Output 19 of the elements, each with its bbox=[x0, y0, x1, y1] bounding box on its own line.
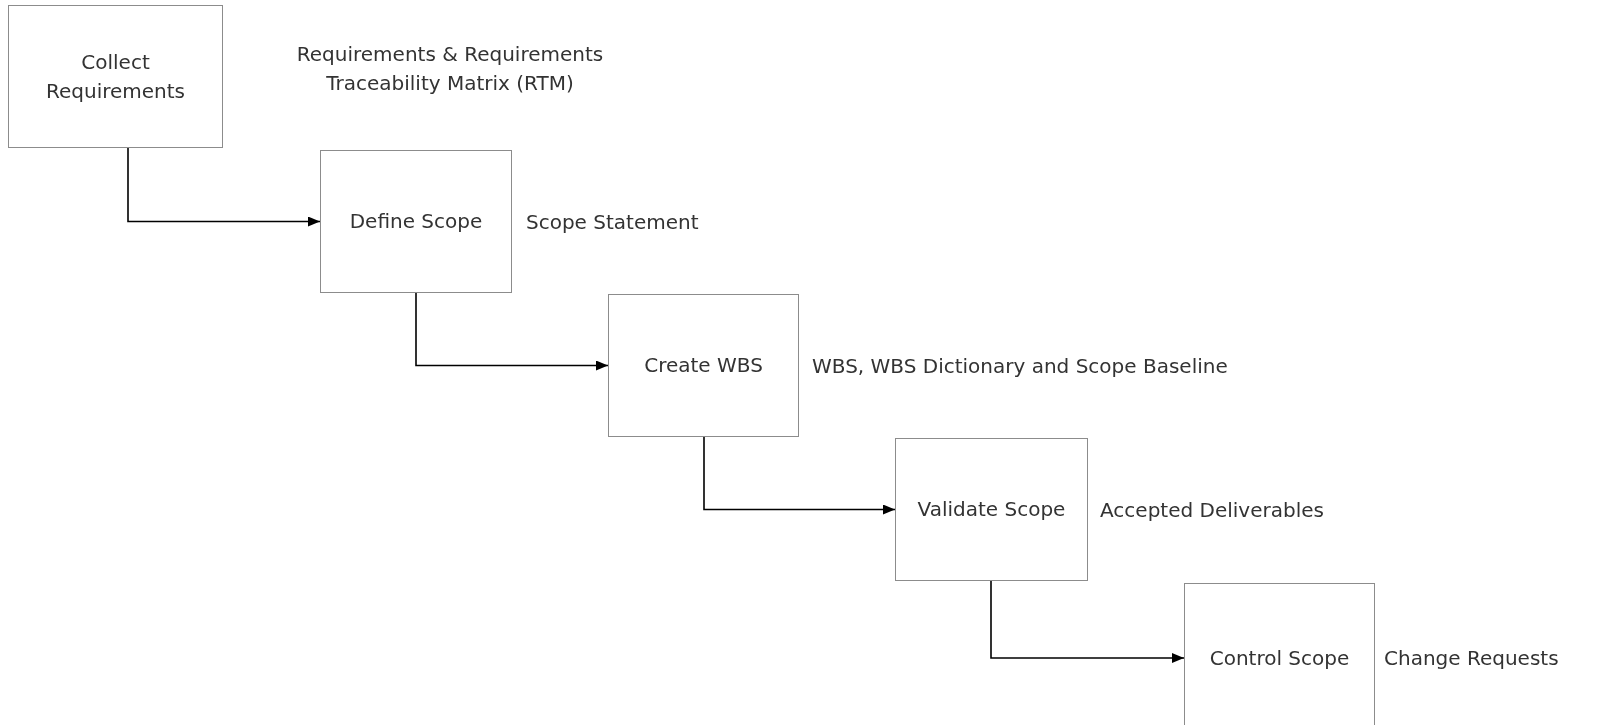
process-box bbox=[895, 438, 1088, 581]
process-label: Create WBS bbox=[644, 352, 763, 379]
arrow bbox=[127, 147, 321, 227]
output-label: Change Requests bbox=[1384, 644, 1560, 672]
output-label: WBS, WBS Dictionary and Scope Baseline bbox=[812, 352, 1229, 379]
output-label: Accepted Deliverables bbox=[1100, 496, 1325, 523]
process-label: Validate Scope bbox=[917, 496, 1066, 523]
process-label: Control Scope bbox=[1209, 645, 1350, 672]
process-box bbox=[1184, 583, 1375, 725]
output-label: Scope Statement bbox=[526, 208, 700, 235]
process-box bbox=[8, 5, 223, 148]
arrow bbox=[415, 292, 609, 371]
process-box bbox=[608, 294, 799, 437]
arrow bbox=[703, 436, 896, 515]
process-label: Collect Requirements bbox=[44, 48, 186, 105]
process-label: Define Scope bbox=[349, 208, 483, 235]
output-label: Requirements & Requirements Traceability Matrix (RTM) bbox=[295, 40, 605, 97]
process-box bbox=[320, 150, 512, 293]
arrow bbox=[990, 580, 1185, 663]
